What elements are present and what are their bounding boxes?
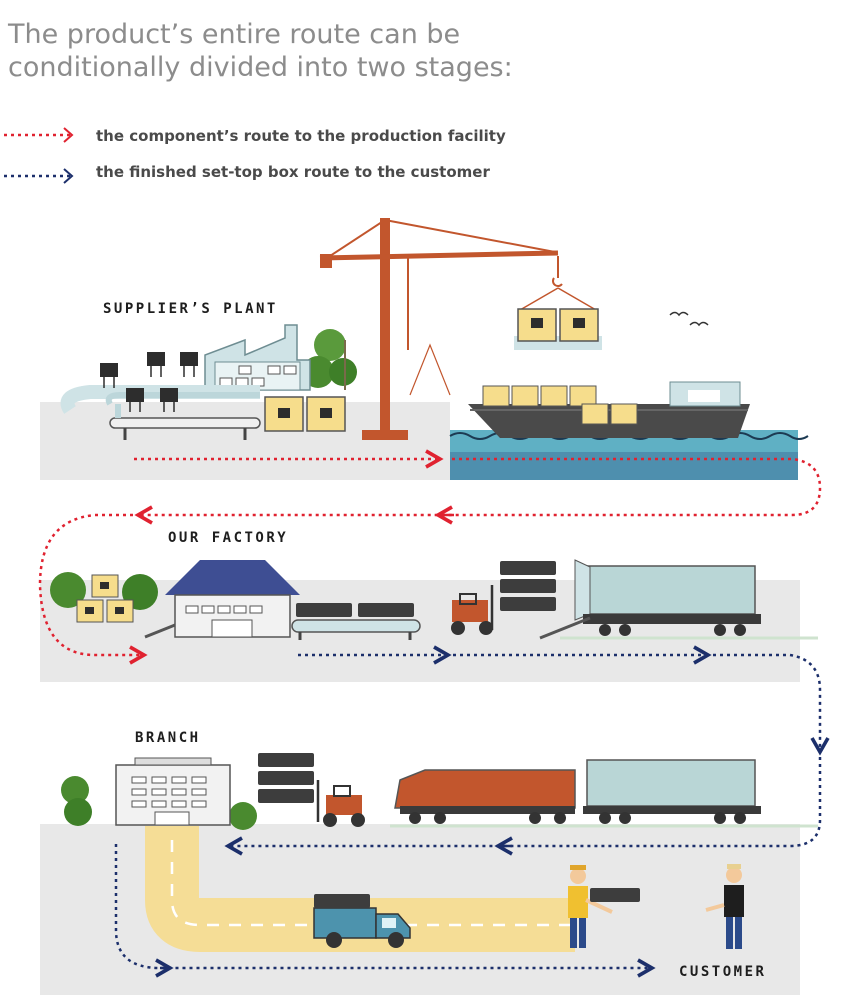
title-line-1: The product’s entire route can be [8, 19, 461, 50]
ship-icon [468, 381, 750, 438]
container-icon [390, 759, 818, 828]
label-supplier-plant: SUPPLIER’S PLANT [103, 301, 278, 317]
truck-icon [313, 894, 411, 948]
legend-arrow-blue [4, 168, 74, 184]
warehouse-icon [144, 560, 300, 639]
label-our-factory: OUR FACTORY [168, 530, 289, 546]
conveyor-icon [291, 619, 421, 640]
train-icon [394, 769, 576, 824]
tree-icon [61, 776, 257, 830]
page-title: The product’s entire route can be condit… [8, 18, 568, 84]
component-route-path [38, 449, 822, 665]
forklift-icon [316, 780, 365, 827]
container-icon [539, 559, 818, 640]
conveyor-icon [60, 385, 261, 440]
product-route-path [114, 645, 830, 978]
set-top-box-icon [296, 561, 556, 617]
component-box-icon [76, 574, 134, 623]
forklift-icon [451, 585, 494, 635]
label-customer: CUSTOMER [679, 964, 767, 980]
office-building-icon [115, 757, 231, 826]
bird-icon [669, 311, 709, 327]
title-line-2: conditionally divided into two stages: [8, 52, 513, 83]
legend-arrow-red [4, 127, 74, 143]
label-branch: BRANCH [135, 730, 201, 746]
crane-icon [319, 218, 597, 440]
legend-label-product-route: the finished set-top box route to the cu… [96, 163, 490, 181]
person-icon [705, 864, 744, 949]
suspended-cargo [514, 308, 602, 350]
factory-icon [204, 324, 311, 391]
component-chips [100, 352, 198, 412]
road [145, 826, 575, 952]
component-box-icon [264, 396, 346, 432]
person-icon [568, 865, 640, 948]
set-top-box-icon [258, 753, 314, 803]
legend-label-component-route: the component’s route to the production … [96, 127, 506, 145]
